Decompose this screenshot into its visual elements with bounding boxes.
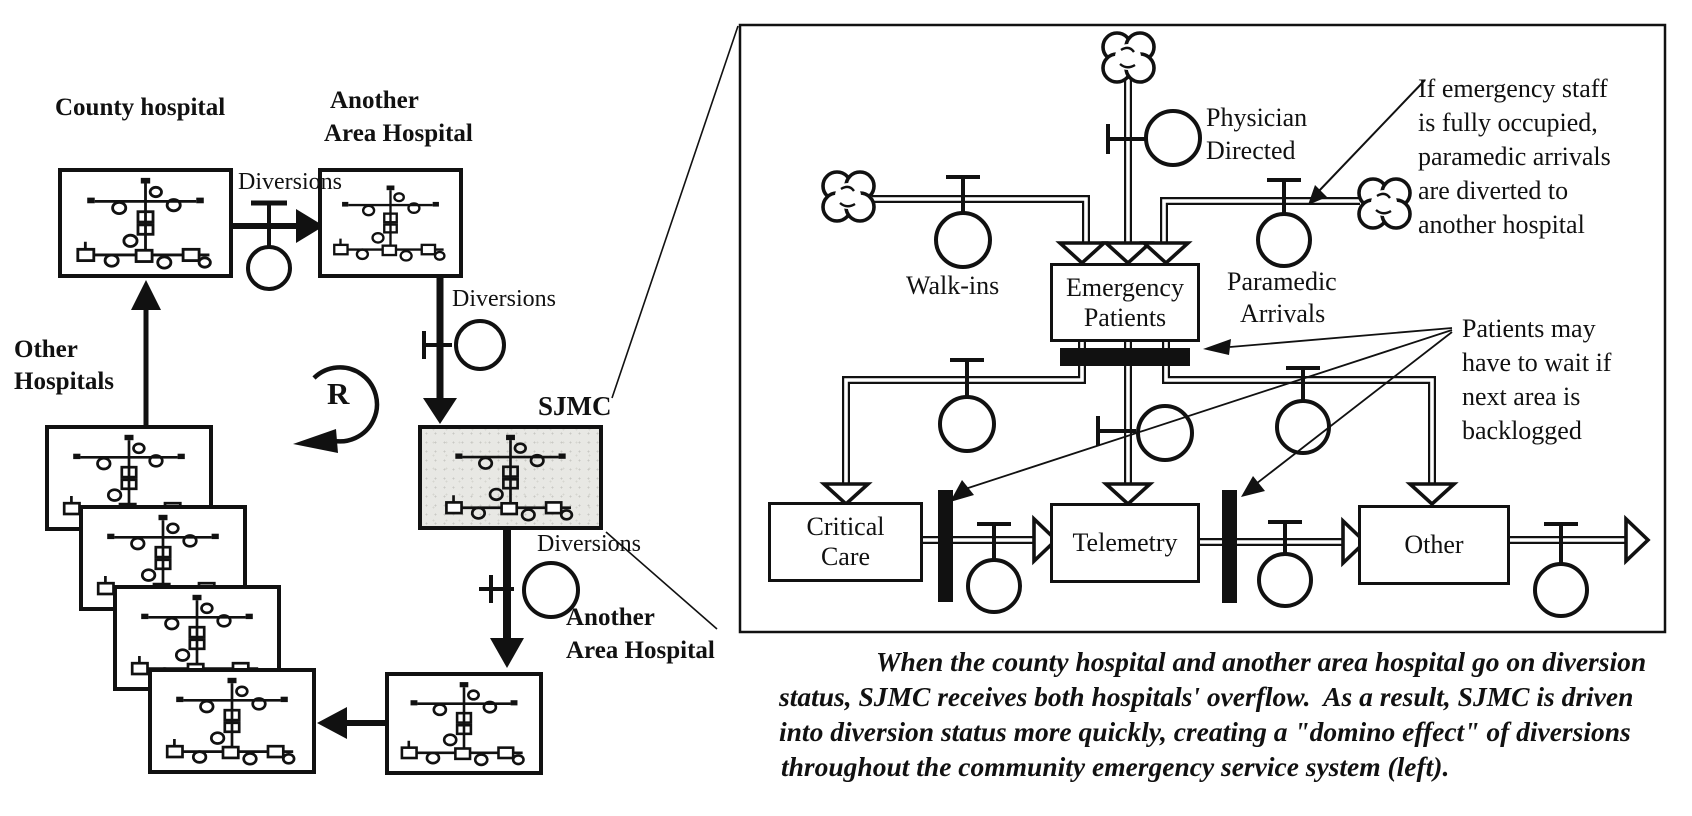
- emergency-patients-label-2: Patients: [1083, 302, 1167, 332]
- wait-note: Patients may have to wait if next area i…: [1462, 312, 1611, 448]
- emergency-patients-stock: Emergency Patients: [1050, 263, 1200, 342]
- flow-bottom-to-stack: [317, 707, 385, 739]
- other-branch-rate-circle: [1275, 399, 1331, 455]
- emergency-patients-label-1: Emergency: [1066, 272, 1184, 302]
- diversion-flow-county-to-another: [233, 200, 324, 291]
- critical-care-queue-bar: [938, 490, 953, 602]
- inflow-arrowheads: [819, 241, 1651, 568]
- wait-note-line: Patients may: [1462, 314, 1596, 343]
- reinforcing-loop-icon: [293, 365, 380, 453]
- critical-care-stock: Critical Care: [768, 502, 923, 582]
- valves: [934, 109, 1589, 618]
- sjmc-hospital-box: [418, 425, 603, 530]
- other-hospitals-label-1: Other: [14, 336, 78, 363]
- caption-line-1: When the county hospital and another are…: [876, 646, 1647, 677]
- other-stock: Other: [1358, 505, 1510, 585]
- critical-care-label-2: Care: [820, 542, 871, 571]
- flow-stack-to-county: [131, 280, 161, 425]
- staff-note-line: paramedic arrivals: [1418, 142, 1611, 172]
- another-area-hospital-bottom-box: [385, 672, 543, 775]
- diversion-rate-circle: [522, 561, 580, 619]
- another-area-hospital-top-box: [318, 168, 463, 278]
- walkins-rate-circle: [934, 211, 992, 269]
- wait-note-line: have to wait if: [1462, 348, 1612, 378]
- sjmc-label: SJMC: [538, 391, 612, 421]
- diversions-top-label: Diversions: [238, 169, 342, 195]
- staff-note: If emergency staff is fully occupied, pa…: [1418, 72, 1611, 242]
- paramedic-arrivals-label-2: Arrivals: [1240, 299, 1326, 328]
- wait-note-line: next area is: [1462, 382, 1581, 412]
- staff-note-line: If emergency staff: [1418, 74, 1608, 103]
- caption-line-3: into diversion status more quickly, crea…: [779, 716, 1631, 747]
- mini-hospital-icon: [400, 680, 525, 767]
- mini-hospital-icon: [445, 433, 574, 522]
- annotation-arrows: [950, 79, 1453, 502]
- another-area-hospital-bottom-label-1: Another: [566, 604, 655, 631]
- telemetry-stock: Telemetry: [1050, 503, 1200, 583]
- paramedic-rate-circle: [1256, 212, 1312, 268]
- other-hospital-box-4: [148, 668, 316, 774]
- critical-branch-rate-circle: [938, 395, 996, 453]
- emergency-queue-bar: [1060, 348, 1190, 366]
- caption-line-4: throughout the community emergency servi…: [781, 751, 1450, 782]
- mini-hospital-icon: [76, 176, 212, 270]
- other-label: Other: [1404, 530, 1464, 560]
- discharge-rate-circle: [1533, 562, 1589, 618]
- mini-hospital-icon: [165, 676, 296, 766]
- other-hospitals-label-2: Hospitals: [14, 368, 115, 395]
- wait-note-line: backlogged: [1462, 416, 1582, 446]
- tel-other-rate-circle: [1257, 552, 1313, 608]
- reinforcing-loop-label: R: [327, 376, 350, 411]
- critical-care-label-1: Critical: [806, 512, 885, 542]
- telemetry-label: Telemetry: [1072, 528, 1178, 558]
- cloud-sink-right-icon: [1357, 177, 1412, 230]
- staff-note-line: is fully occupied,: [1418, 108, 1598, 138]
- telemetry-branch-rate-circle: [1136, 404, 1194, 462]
- diversion-flow-another-to-sjmc: [422, 278, 506, 424]
- mini-hospital-icon: [333, 184, 446, 262]
- physician-directed-label-2: Directed: [1206, 136, 1296, 165]
- another-area-hospital-top-label-2: Area Hospital: [324, 120, 473, 147]
- cloud-source-top-icon: [1101, 31, 1156, 84]
- county-hospital-box: [58, 168, 233, 278]
- telemetry-queue-bar: [1222, 490, 1237, 603]
- backlog-bars: [938, 348, 1237, 603]
- cc-tel-rate-circle: [966, 558, 1022, 614]
- physician-directed-label-1: Physician: [1206, 103, 1308, 132]
- walk-ins-label: Walk-ins: [906, 271, 1000, 300]
- diversions-bottom-label: Diversions: [537, 531, 641, 557]
- paramedic-arrivals-label-1: Paramedic: [1227, 267, 1337, 296]
- physician-rate-circle: [1144, 109, 1202, 167]
- staff-note-line: another hospital: [1418, 210, 1585, 240]
- another-area-hospital-bottom-label-2: Area Hospital: [566, 637, 715, 664]
- county-hospital-label: County hospital: [55, 94, 226, 121]
- caption-line-2: status, SJMC receives both hospitals' ov…: [779, 681, 1634, 712]
- zoom-connector-top: [611, 25, 739, 399]
- staff-note-line: are diverted to: [1418, 176, 1569, 206]
- zoom-connector-bottom: [605, 531, 718, 630]
- diversion-rate-circle: [246, 245, 292, 291]
- diversions-middle-label: Diversions: [452, 286, 556, 312]
- diversion-rate-circle: [454, 319, 506, 371]
- diversion-flow-sjmc-to-another: [479, 530, 580, 668]
- cloud-source-left-icon: [821, 170, 876, 223]
- another-area-hospital-top-label-1: Another: [330, 87, 419, 114]
